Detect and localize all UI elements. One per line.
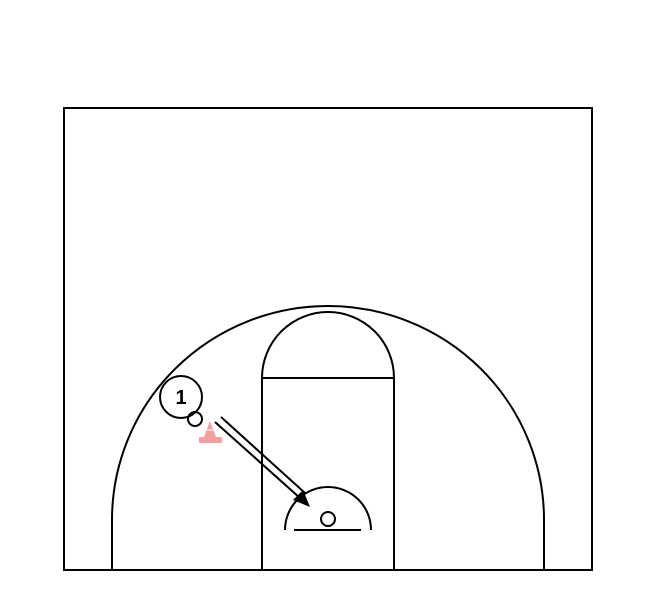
restricted-area-arc — [284, 486, 372, 531]
free-throw-circle — [261, 311, 395, 379]
dribble-arrow — [214, 416, 310, 507]
player-1-label: 1 — [175, 387, 186, 409]
free-throw-lane — [261, 377, 395, 571]
court-boundary — [63, 107, 593, 571]
basket-rim — [320, 511, 336, 527]
three-point-line — [111, 305, 545, 570]
ball-icon — [187, 411, 203, 427]
cone-icon — [199, 421, 222, 443]
player-1: 1 — [159, 375, 203, 419]
